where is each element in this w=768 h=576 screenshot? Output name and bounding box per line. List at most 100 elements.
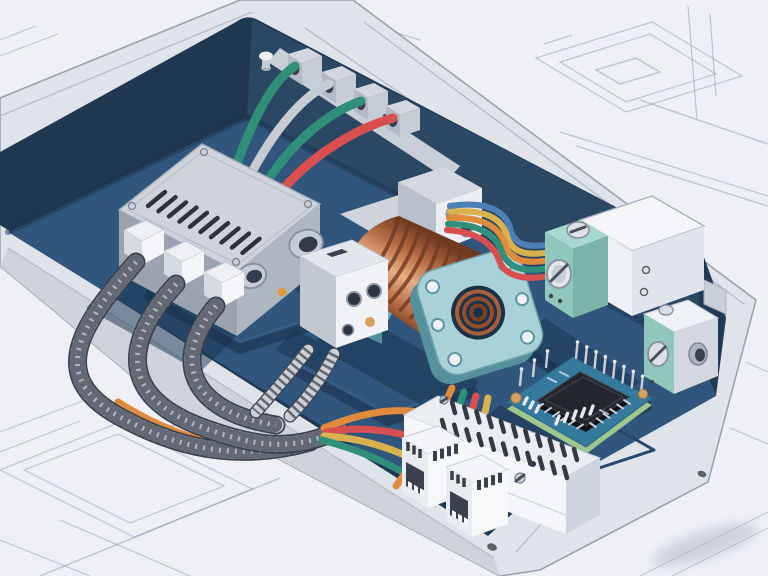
screw-slot — [514, 473, 526, 483]
strip-slot — [550, 440, 553, 451]
cable-teal — [263, 96, 366, 185]
gland-hole — [298, 236, 318, 253]
auxiliary-terminal — [642, 299, 720, 394]
connector-block-slot — [326, 249, 348, 257]
top-screw — [658, 304, 674, 316]
coil-flange — [410, 248, 544, 385]
strip-slot — [527, 453, 530, 464]
relay-body-front — [608, 236, 632, 316]
wire-teal — [444, 220, 553, 273]
blueprint-line — [543, 34, 573, 45]
indicator-led — [277, 287, 287, 297]
bolt-hole — [519, 329, 535, 345]
strip-slot — [525, 430, 528, 441]
terminal-dot — [548, 293, 554, 299]
rim-crease — [7, 247, 495, 559]
rim-step — [703, 279, 727, 315]
chip-legs — [536, 399, 631, 430]
bushing-hole — [695, 348, 705, 362]
bore-coil-ring — [462, 296, 495, 329]
terminal-side — [573, 236, 608, 318]
connector-block-side — [300, 256, 336, 348]
cable-gland-small — [236, 262, 268, 290]
strip-slot — [513, 426, 516, 437]
microchip — [536, 371, 631, 432]
terminal-dot — [650, 380, 654, 384]
chip-bevel — [543, 376, 625, 421]
blueprint-line — [0, 25, 37, 41]
blueprint-line — [0, 539, 91, 576]
strip-end-right — [566, 458, 600, 534]
coil-winding — [387, 229, 433, 305]
bolt-hole — [515, 292, 530, 307]
strip-slot — [515, 448, 518, 459]
corner-screw — [231, 257, 241, 267]
strip-slot — [491, 439, 494, 450]
blueprint-line — [0, 420, 81, 453]
bolt-hole — [425, 279, 441, 295]
rim-screw-hole — [487, 543, 497, 551]
bore-coil-ring — [469, 303, 488, 322]
strip-slot — [562, 444, 565, 455]
blueprint-line — [594, 57, 662, 85]
cable-gray — [247, 79, 334, 177]
strip-slot — [552, 462, 555, 473]
bore-coil-ring — [455, 289, 502, 336]
rim-screw-hole — [697, 470, 707, 478]
socket-hole — [341, 323, 355, 337]
gold-pad — [510, 392, 522, 404]
strip-slot — [501, 421, 504, 432]
modular-jack — [444, 453, 510, 539]
blueprint-line — [0, 422, 254, 538]
blueprint-line — [534, 21, 744, 113]
connector-block — [256, 239, 390, 416]
rim-crease — [0, 11, 253, 117]
socket-hole — [366, 283, 382, 299]
wire-red — [443, 226, 552, 281]
corner-screw — [199, 147, 209, 157]
blueprint-line — [729, 427, 768, 445]
relay-marking — [639, 287, 649, 297]
harness-block-top — [398, 167, 482, 204]
blueprint-line — [687, 5, 698, 121]
incoming-cables — [231, 61, 398, 193]
blueprint-line — [0, 33, 59, 57]
screw-slot — [569, 225, 587, 234]
wire-orange — [445, 214, 554, 265]
strip-slot — [574, 449, 577, 460]
wall-peg — [259, 51, 273, 61]
gold-pad — [638, 389, 648, 399]
wall-floor-joint — [5, 114, 250, 235]
blueprint-background — [0, 3, 768, 576]
wire-blue — [446, 201, 556, 249]
strip-dot — [530, 461, 536, 467]
blueprint-line — [745, 361, 768, 373]
indicator-dot — [365, 317, 375, 327]
bolt-hole — [430, 317, 445, 332]
strip-slot — [489, 416, 492, 427]
blueprint-line — [709, 13, 717, 97]
strip-slot — [503, 444, 506, 455]
relay-marking — [641, 265, 651, 275]
screw-slot — [439, 396, 449, 404]
strip-slot — [537, 435, 540, 446]
strip-slot — [540, 458, 543, 469]
smd-pads — [522, 396, 595, 426]
screw-slot — [649, 345, 667, 363]
corner-screw — [127, 201, 137, 211]
strip-slot — [452, 402, 455, 413]
socket-hole — [346, 291, 362, 307]
lid-panel-line — [126, 151, 314, 265]
blueprint-line — [559, 131, 768, 197]
cable-teal — [231, 61, 300, 171]
blueprint-line — [39, 477, 281, 576]
relay-module — [545, 195, 706, 318]
strip-slot — [476, 411, 479, 422]
screw-slot — [549, 263, 569, 283]
terminal-dot — [557, 298, 563, 304]
blueprint-line — [639, 99, 768, 145]
blueprint-line — [22, 433, 226, 524]
wire-harness — [443, 201, 556, 281]
